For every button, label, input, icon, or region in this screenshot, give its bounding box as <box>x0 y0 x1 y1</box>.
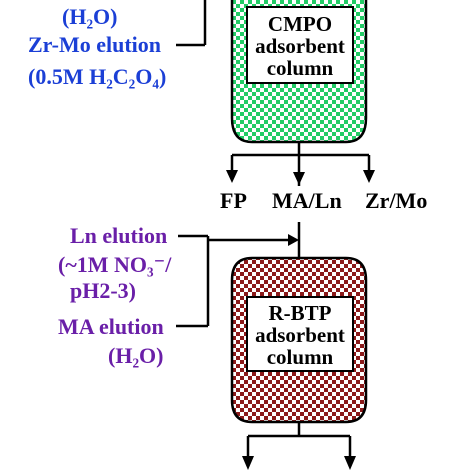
water-bottom-label: (H₂O) <box>108 343 164 368</box>
ph-label: pH2-3) <box>70 278 136 303</box>
cmpo-label-line2: adsorbent <box>255 34 345 58</box>
ma-elution-label: MA elution <box>58 314 164 339</box>
ma-ln-arrow <box>293 172 305 185</box>
ln-to-column-arrow <box>288 234 299 246</box>
oxalate-label: (0.5M H₂C₂O₄) <box>28 64 167 89</box>
nitrate-label: (~1M NO₃⁻/ <box>58 252 172 277</box>
zrmo-arrow <box>363 170 375 183</box>
bottom-left-arrow <box>242 456 254 470</box>
rbtp-label-box: R-BTP adsorbent column <box>246 296 354 372</box>
rbtp-label-line2: adsorbent <box>255 323 345 347</box>
cmpo-label-box: CMPO adsorbent column <box>246 6 354 84</box>
water-top-label: (H₂O) <box>62 4 118 29</box>
bottom-right-arrow <box>344 456 356 470</box>
cmpo-label-line3: column <box>266 56 334 80</box>
fraction-ma-ln: MA/Ln <box>272 188 342 213</box>
fp-arrow <box>226 170 238 183</box>
rbtp-label-line1: R-BTP <box>268 301 332 325</box>
fraction-zr-mo: Zr/Mo <box>365 188 428 213</box>
zrmo-elution-label: Zr-Mo elution <box>28 32 161 57</box>
ln-elution-label: Ln elution <box>70 223 168 248</box>
cmpo-label-line1: CMPO <box>267 12 333 36</box>
rbtp-label-line3: column <box>266 345 334 369</box>
fraction-fp: FP <box>220 188 247 213</box>
